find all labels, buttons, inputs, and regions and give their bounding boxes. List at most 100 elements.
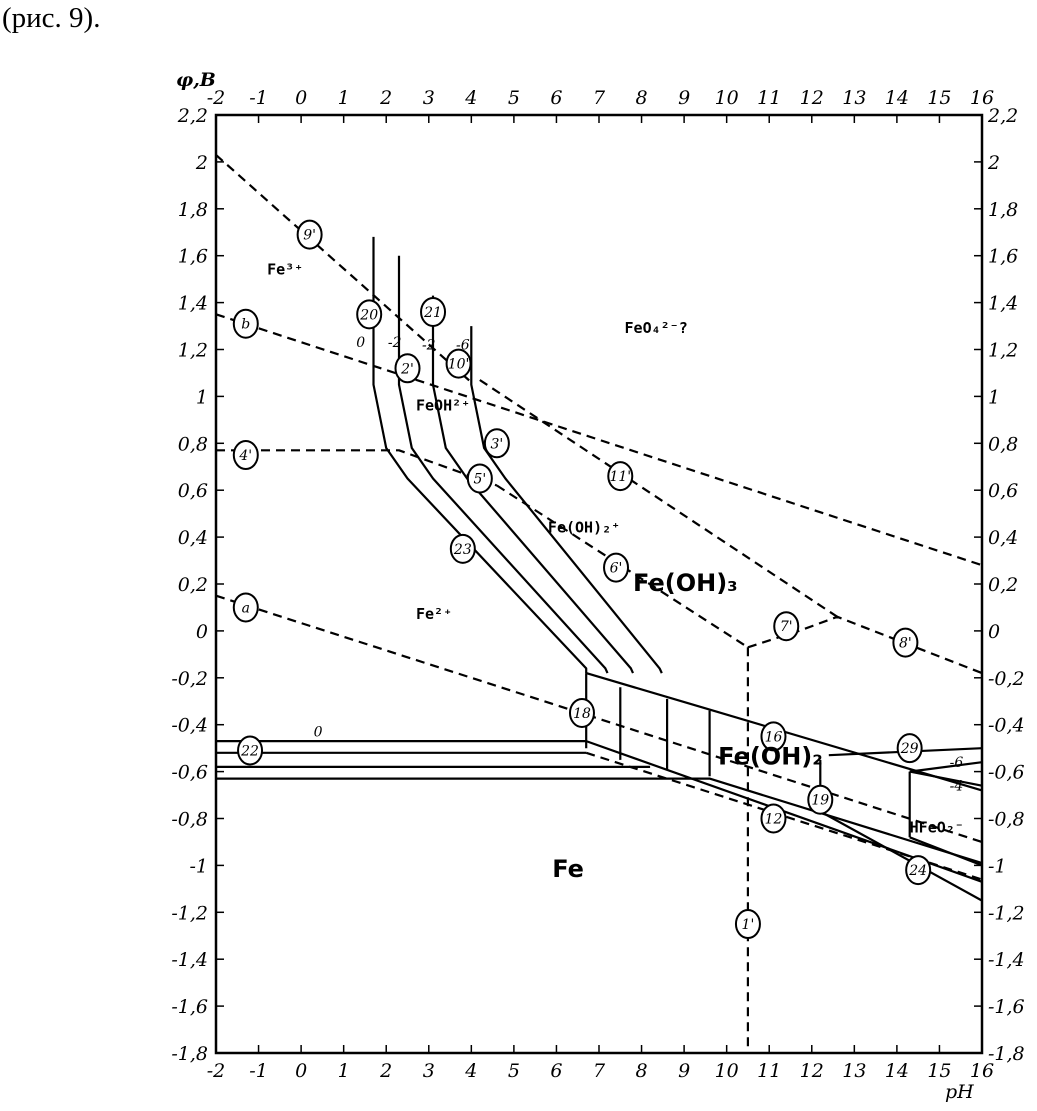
plot-border [214, 113, 984, 1055]
x-tick-label-bottom: 12 [800, 1060, 824, 1082]
fe2-line-4 [216, 777, 983, 865]
label-circle [483, 428, 510, 459]
line-24b [909, 836, 983, 867]
y-tick-label-left: 0,4 [178, 527, 208, 549]
x-tick-label-bottom: 8 [636, 1060, 648, 1082]
y-tick-label-right: 1,2 [988, 340, 1018, 362]
x-tick-label-bottom: -1 [249, 1060, 268, 1082]
y-tick-label-right: -0,8 [988, 809, 1025, 831]
label-circle [232, 440, 259, 471]
y-tick-label-left: 0 [196, 621, 208, 643]
y-tick-label-right: 0,8 [988, 433, 1018, 455]
y-tick-label-right: 0,6 [988, 480, 1018, 502]
curve-label: -6 [950, 755, 964, 771]
y-tick-label-left: -0,6 [171, 762, 208, 784]
line-12 [216, 740, 983, 883]
x-tick-label-top: 9 [678, 87, 690, 109]
x-tick-label-top: 11 [757, 87, 781, 109]
label-circle [603, 552, 630, 583]
label-circle [420, 296, 447, 327]
label-text: 12 [765, 812, 783, 828]
x-tick-label-bottom: 11 [757, 1060, 781, 1082]
curve-label: -2 [388, 335, 402, 351]
label-text: 16 [765, 729, 783, 745]
label-circle [896, 733, 923, 764]
line-4 [216, 449, 498, 487]
label-text: 11' [609, 469, 631, 485]
label-circle [232, 308, 259, 339]
y-tick-label-left: 2 [195, 152, 208, 174]
solid-curve-3 [470, 326, 663, 674]
y-tick-label-right: 2 [987, 152, 1000, 174]
label-circle [760, 721, 787, 752]
y-tick-label-left: -1 [189, 855, 208, 877]
label-circle [568, 697, 595, 728]
label-text: 10' [448, 357, 470, 373]
label-text: 3' [490, 436, 503, 452]
label-circle [356, 299, 383, 330]
x-tick-label-top: 16 [970, 87, 994, 109]
y-tick-label-left: 2,2 [177, 105, 208, 127]
y-axis-label: φ,В [176, 69, 216, 91]
region-label: Fe(OH)₂⁺ [548, 518, 620, 536]
label-text: 7' [780, 619, 793, 635]
x-tick-label-bottom: -2 [207, 1060, 226, 1082]
label-text: 21 [423, 305, 442, 321]
y-tick-label-right: -1,4 [988, 949, 1025, 971]
y-tick-label-right: 1 [988, 386, 1000, 408]
x-tick-label-bottom: 1 [338, 1060, 350, 1082]
y-tick-label-left: -0,2 [171, 668, 208, 690]
label-text: b [241, 317, 250, 333]
y-tick-label-left: 1,8 [178, 199, 208, 221]
x-tick-label-top: 4 [464, 87, 477, 109]
y-tick-label-left: 0,6 [178, 480, 208, 502]
y-tick-label-left: -0,4 [171, 715, 208, 737]
y-tick-label-left: -0,8 [171, 809, 208, 831]
y-tick-label-right: -1,6 [988, 996, 1025, 1018]
x-tick-label-bottom: 9 [678, 1060, 690, 1082]
x-tick-label-bottom: 14 [885, 1060, 909, 1082]
x-tick-label-top: 7 [593, 87, 606, 109]
label-text: a [242, 600, 250, 616]
label-text: 5' [473, 471, 486, 487]
region-label: Fe(OH)₂ [718, 743, 823, 771]
x-tick-label-top: 8 [636, 87, 648, 109]
label-circle [466, 463, 493, 494]
line-11 [479, 379, 838, 618]
label-text: 23 [453, 542, 472, 558]
label-text: 19 [811, 793, 829, 809]
y-tick-label-left: -1,6 [171, 996, 208, 1018]
line-24 [819, 810, 983, 902]
x-axis-label: pH [945, 1081, 974, 1103]
x-tick-label-top: 13 [842, 87, 866, 109]
x-tick-label-bottom: 2 [379, 1060, 392, 1082]
x-tick-label-top: 2 [379, 87, 392, 109]
label-text: 18 [573, 706, 591, 722]
y-tick-label-left: -1,8 [171, 1043, 208, 1065]
line-16 [585, 672, 983, 792]
label-text: 8' [899, 636, 912, 652]
label-text: 29 [900, 741, 919, 757]
x-tick-label-bottom: 3 [423, 1060, 435, 1082]
label-circle [449, 533, 476, 564]
region-labels: Fe³⁺FeO₄²⁻?FeOH²⁺Fe(OH)₂⁺Fe(OH)₃Fe²⁺Fe(O… [267, 260, 964, 883]
y-tick-label-right: -0,6 [988, 762, 1025, 784]
x-tick-label-top: 3 [423, 87, 435, 109]
label-circle [607, 461, 634, 492]
label-circle [807, 784, 834, 815]
x-tick-label-top: 10 [715, 87, 739, 109]
curve-label: 0 [356, 335, 365, 351]
line-29b [909, 761, 983, 773]
curve-label: -6 [456, 338, 470, 354]
region-label: FeOH²⁺ [416, 396, 470, 414]
y-tick-label-left: 0,2 [178, 574, 208, 596]
x-tick-label-bottom: 4 [464, 1060, 477, 1082]
region-label: Fe³⁺ [267, 260, 303, 278]
y-tick-label-right: 2,2 [987, 105, 1018, 127]
x-tick-label-top: 14 [885, 87, 909, 109]
x-tick-label-top: 1 [338, 87, 350, 109]
y-tick-label-left: 1,2 [178, 340, 208, 362]
label-circle [232, 592, 259, 623]
x-tick-label-top: 12 [800, 87, 824, 109]
